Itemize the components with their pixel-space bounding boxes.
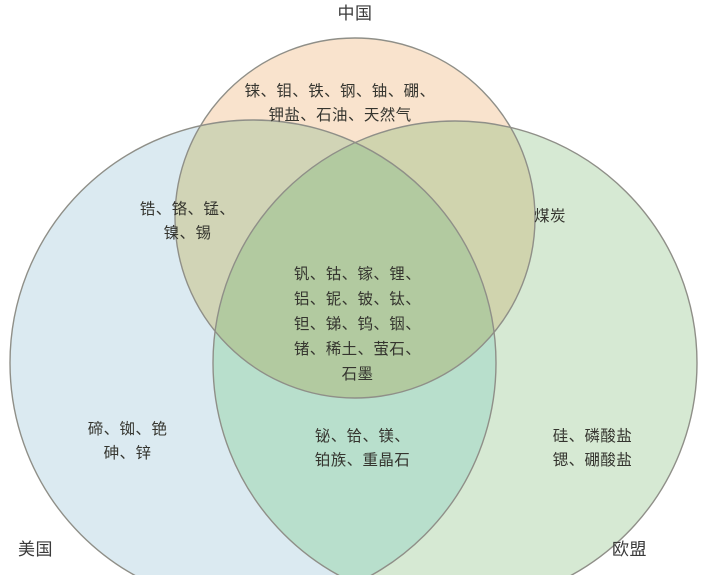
circle-china-outline — [174, 37, 536, 399]
set-label-usa: 美国 — [18, 540, 53, 559]
circle-eu-outline — [212, 120, 698, 575]
set-label-china: 中国 — [337, 4, 373, 23]
circle-usa-outline — [9, 119, 497, 575]
set-label-eu: 欧盟 — [612, 540, 647, 559]
